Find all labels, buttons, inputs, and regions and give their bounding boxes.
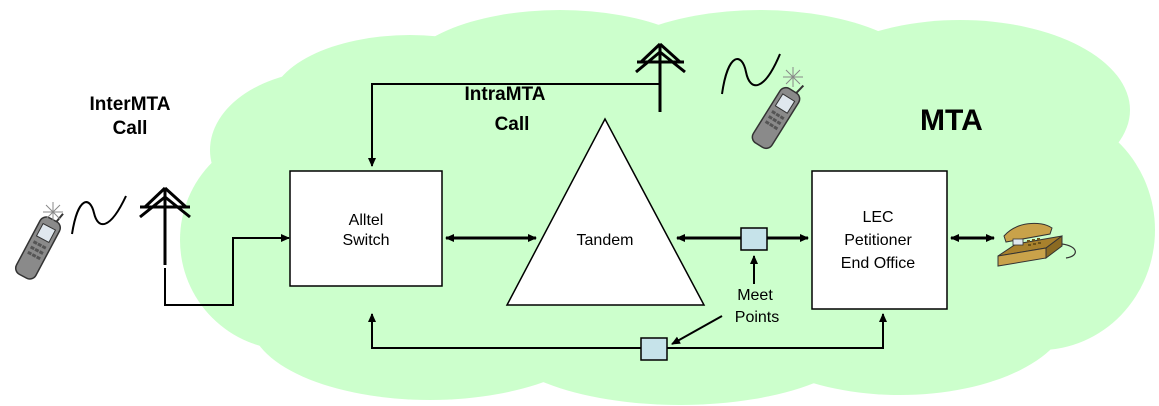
inter-mta-line2: Call xyxy=(113,118,148,139)
mobile-phone-icon xyxy=(751,84,805,150)
meet-points-label: Meet Points xyxy=(735,287,779,326)
switch-line2: Switch xyxy=(342,232,389,249)
radio-wave-icon xyxy=(71,195,127,235)
mobile-phone-icon xyxy=(14,213,64,280)
tandem-triangle: Tandem xyxy=(505,117,706,306)
radio-wave-icon xyxy=(721,53,781,95)
alltel-switch-box: Alltel Switch xyxy=(289,170,443,287)
mta-label: MTA xyxy=(920,104,983,137)
cell-tower-icon xyxy=(139,186,191,265)
cell-tower-icon xyxy=(635,42,686,112)
intra-mta-line1: IntraMTA xyxy=(465,84,546,105)
intra-mta-call-path xyxy=(368,83,661,167)
meet-point-square xyxy=(640,337,668,361)
switch-line1: Alltel xyxy=(349,212,384,229)
end-office-line2: Petitioner xyxy=(844,232,912,249)
bottom-meet-point-path-right xyxy=(667,313,887,349)
meet-point-square xyxy=(740,227,768,251)
meet-points-pointer-lower xyxy=(671,315,723,345)
end-office-line3: End Office xyxy=(841,255,916,272)
inter-mta-call-label: InterMTA Call xyxy=(90,94,171,139)
intra-mta-call-label: IntraMTA Call xyxy=(465,84,546,135)
signal-sparkle-icon xyxy=(783,67,803,87)
intra-mta-line2: Call xyxy=(495,114,530,135)
end-office-line1: LEC xyxy=(862,209,893,226)
desk-telephone-icon xyxy=(997,222,1076,267)
lec-end-office-box: LEC Petitioner End Office xyxy=(811,170,948,310)
inter-mta-call-path xyxy=(164,234,290,306)
signal-sparkle-icon xyxy=(43,202,63,222)
bottom-meet-point-path-left xyxy=(368,313,641,349)
inter-mta-line1: InterMTA xyxy=(90,94,171,115)
meet-points-line1: Meet xyxy=(737,287,773,304)
meet-points-line2: Points xyxy=(735,309,779,326)
tandem-label: Tandem xyxy=(577,232,634,249)
